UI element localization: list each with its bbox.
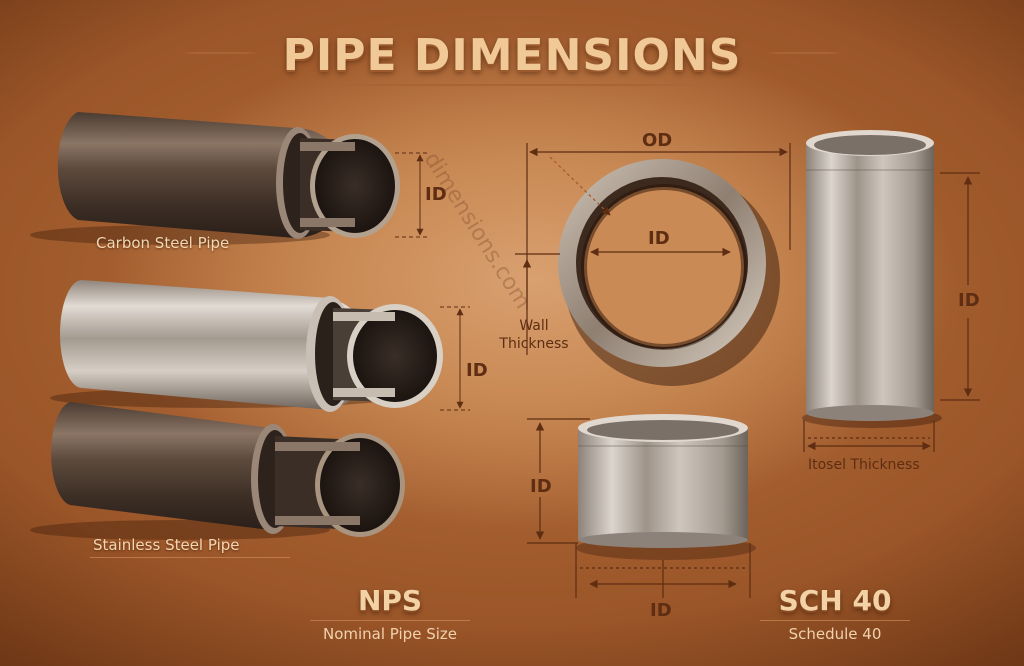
od-label: OD: [642, 130, 673, 151]
wall-label-line1: Wall: [519, 318, 549, 334]
short-cylinder-dimension-lines: [527, 418, 751, 598]
sch-rule: [760, 620, 910, 621]
pipe-id-dimension-lines: [395, 152, 470, 411]
title-rule-left: [180, 52, 260, 54]
pipe1-id-label: ID: [425, 184, 447, 205]
carbon-steel-pipe-label: Carbon Steel Pipe: [96, 234, 230, 252]
title-rule-right: [764, 52, 844, 54]
pipe2-id-label: ID: [466, 360, 488, 381]
sch-block: SCH 40 Schedule 40: [750, 584, 920, 643]
wall-thickness-label: Wall Thickness: [494, 317, 574, 353]
tall-cylinder-dimension-lines: [803, 172, 980, 452]
nps-code: NPS: [357, 584, 423, 617]
tall-cylinder-id-label: ID: [958, 290, 980, 311]
short-cylinder-side-id-label: ID: [530, 476, 552, 497]
sch-description: Schedule 40: [788, 625, 882, 643]
nps-description: Nominal Pipe Size: [322, 625, 457, 643]
ring-id-label: ID: [648, 228, 670, 249]
stainless-steel-pipe: [30, 402, 405, 540]
short-cylinder: [576, 414, 756, 560]
carbon-steel-pipe: [30, 112, 400, 245]
stainless-label-rule: [90, 557, 290, 558]
nps-block: NPS Nominal Pipe Size: [300, 584, 480, 643]
tall-cylinder: [802, 130, 942, 428]
sch-code: SCH 40: [778, 584, 892, 617]
wall-label-line2: Thickness: [499, 336, 569, 352]
title-underline: [300, 84, 724, 86]
page-title: PIPE DIMENSIONS: [282, 30, 742, 81]
nps-rule: [310, 620, 470, 621]
short-cylinder-bottom-id-label: ID: [650, 600, 672, 621]
polished-steel-pipe: [50, 280, 443, 412]
tall-cylinder-bottom-label: Itosel Thickness: [808, 457, 920, 473]
pipe-cross-section-ring: [558, 159, 780, 386]
ring-dimension-lines: [515, 143, 791, 355]
stainless-steel-pipe-label: Stainless Steel Pipe: [93, 536, 240, 554]
